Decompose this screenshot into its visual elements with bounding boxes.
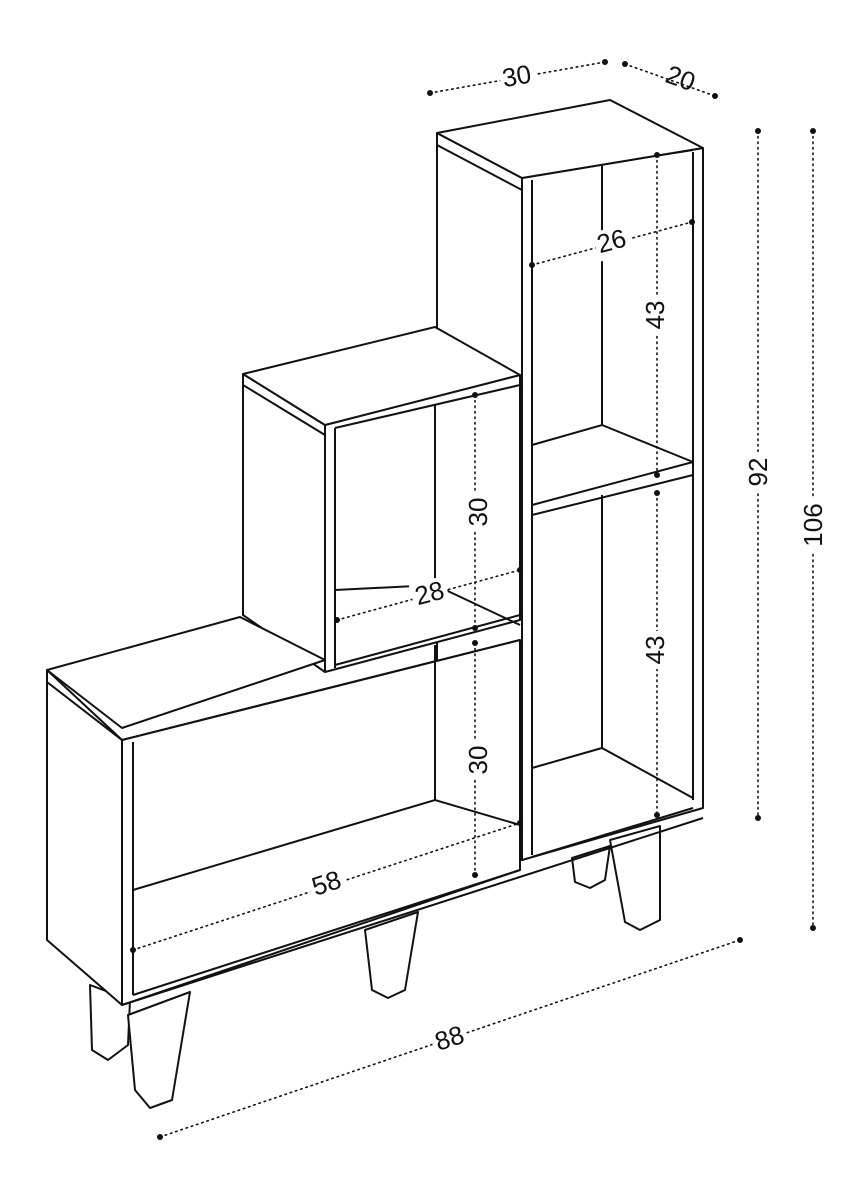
label-tower-upper-height: 43	[640, 301, 670, 330]
legs	[89, 825, 661, 1109]
label-total-height: 106	[798, 503, 828, 546]
label-middle-height: 30	[463, 498, 493, 527]
label-top-width: 30	[500, 59, 534, 94]
label-lower-height: 30	[463, 746, 493, 775]
label-tower-lower-height: 43	[640, 636, 670, 665]
label-depth: 20	[662, 59, 699, 97]
bottom-block	[46, 616, 704, 1006]
middle-block	[242, 326, 521, 673]
label-total-height-no-legs: 92	[743, 458, 773, 487]
